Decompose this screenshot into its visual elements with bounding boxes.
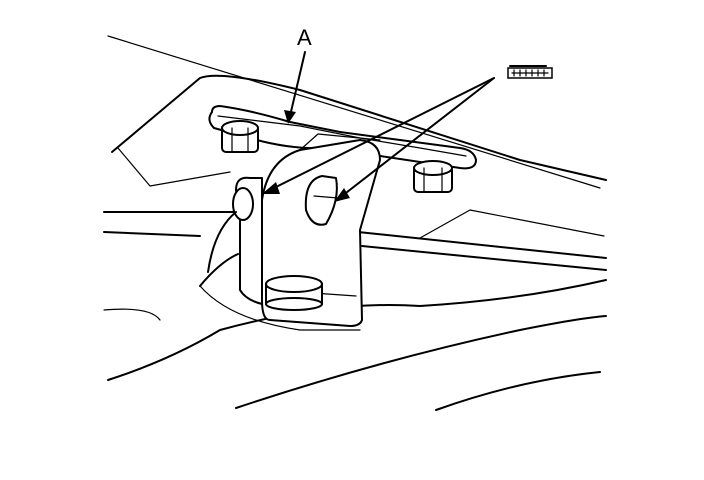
grease-leaders [262, 77, 495, 202]
body-panel-lines [103, 35, 607, 411]
grease-icon [507, 65, 553, 79]
callout-a: A [284, 25, 312, 124]
hinge-slot [304, 175, 339, 226]
lower-bracket [199, 211, 239, 287]
callout-label-a: A [297, 25, 312, 50]
arrowhead-pin [262, 182, 280, 194]
arrowhead-slot [334, 188, 350, 202]
arrowhead-a [284, 110, 296, 124]
hinge-bolt-left [221, 120, 259, 153]
hinge-bolt-right [413, 160, 453, 193]
base-cylinder [265, 275, 323, 311]
hinge-pin-left [232, 187, 254, 221]
